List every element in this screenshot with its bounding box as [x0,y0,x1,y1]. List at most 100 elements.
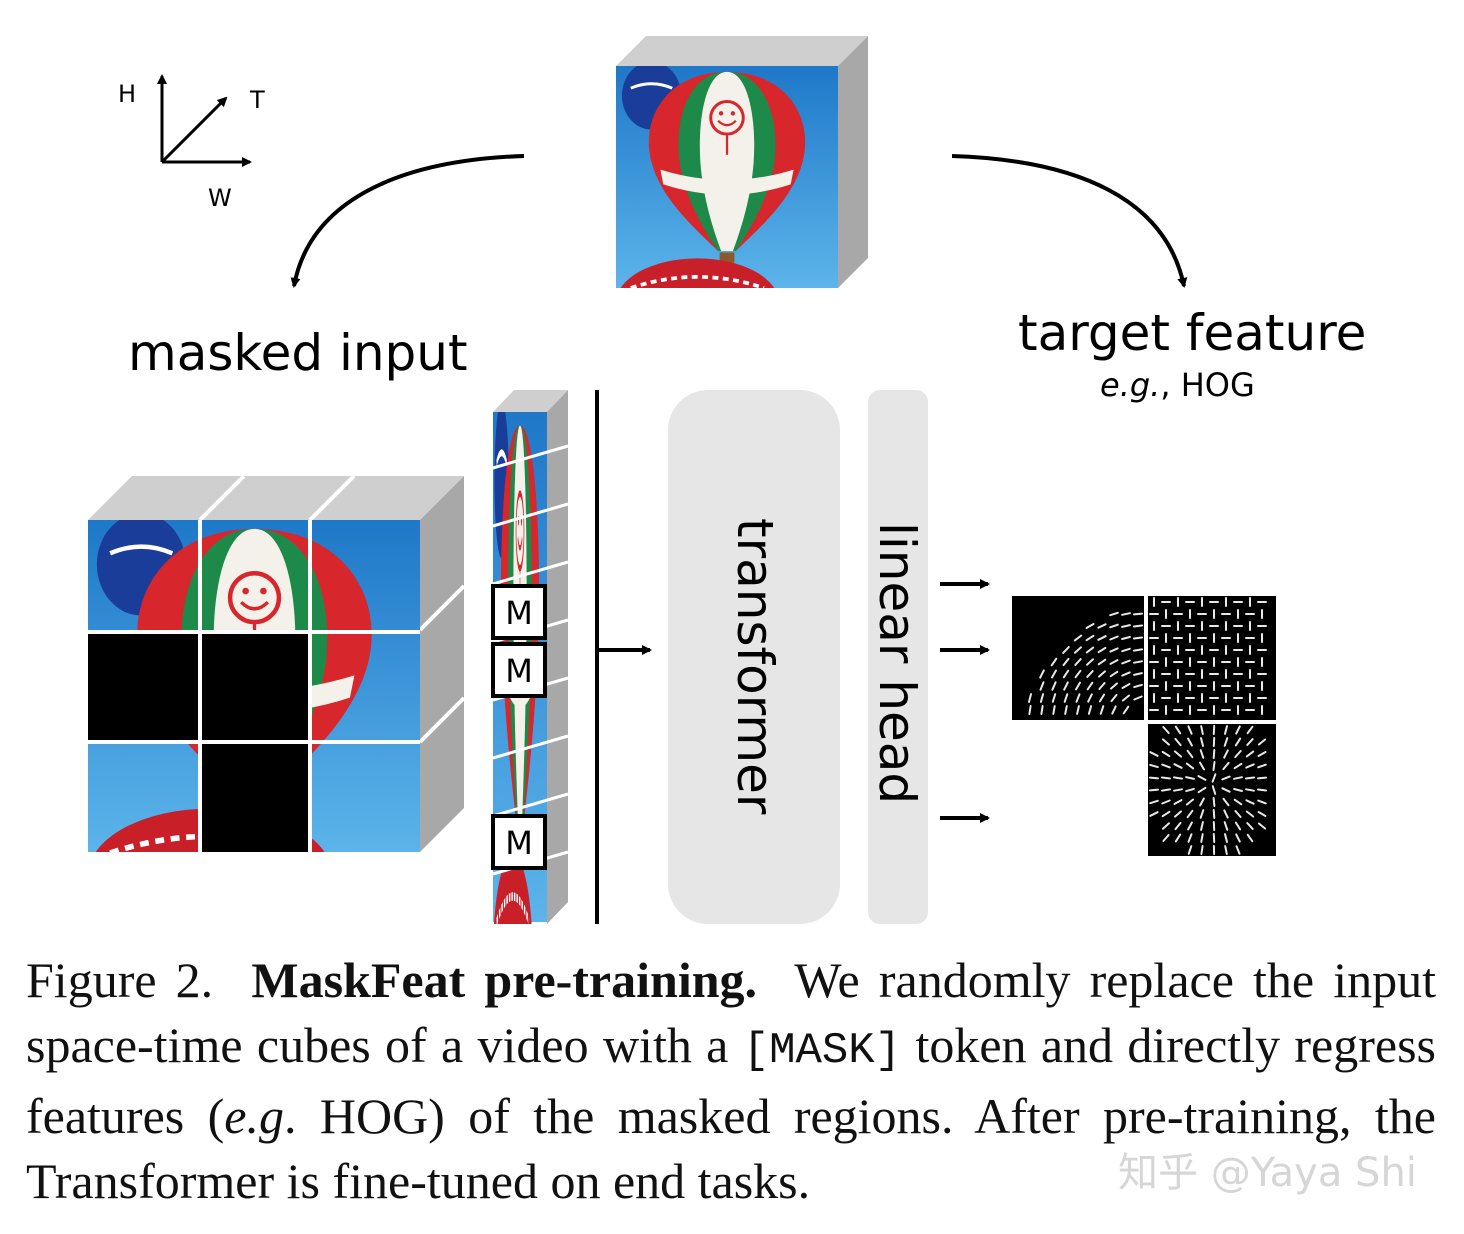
hog-cell-stroke [1161,810,1171,818]
axis-label-w: W [208,184,232,212]
hog-cell-stroke [1063,681,1069,691]
hog-cell-stroke [1098,682,1106,690]
hog-cell-stroke [1257,799,1267,805]
hog-cell-stroke [1051,681,1057,691]
hog-cell-stroke [1162,834,1170,842]
hog-cell-stroke [1097,658,1107,666]
hog-cell-stroke [1199,749,1205,759]
hog-cell-stroke [1199,761,1205,771]
hog-cell-stroke [1121,612,1131,616]
target-feature-example: e.g., HOG [1100,366,1255,404]
mask-token: M [491,814,547,870]
hog-cell-stroke [1122,705,1130,715]
hog-cell-stroke [1161,799,1171,805]
hog-cell-stroke [1173,776,1183,780]
svg-text:M: M [505,594,533,632]
hog-cell-stroke [1257,738,1267,746]
hog-cell-stroke [1235,833,1241,843]
hog-cell-stroke [1257,822,1267,830]
transformer-block: transformer [668,390,840,924]
hog-cell-stroke [1074,646,1082,654]
hog-cell-stroke [1098,670,1106,678]
hog-cell-stroke [1174,737,1182,747]
hog-cell-stroke [1085,634,1095,642]
hog-cell-stroke [1133,660,1143,664]
hog-cell-stroke [1121,694,1131,702]
hog-cell-stroke [1110,693,1118,703]
hog-cell-stroke [1257,751,1267,757]
hog-cell-stroke [1087,705,1093,715]
hog-cell-stroke [1223,821,1229,831]
token-sequence: M M M [491,390,569,924]
hog-cell-stroke [1086,658,1094,666]
hog-cell-stroke [1212,749,1216,759]
target-feature-label: target feature [1018,304,1366,362]
linear-head-block: linear head [868,390,928,924]
hog-cell-stroke [1121,647,1131,653]
hog-cell-stroke [1222,761,1230,771]
figure-number: Figure 2. [26,952,214,1008]
hog-cell-stroke [1173,788,1183,792]
hog-cell-stroke [1200,737,1204,747]
hog-cell-stroke [1245,799,1255,805]
hog-cell-stroke [1121,683,1131,689]
hog-cell-stroke [1109,647,1119,653]
axis-label-h: H [118,80,136,108]
masked-input-label: masked input [128,324,468,382]
hog-cell-stroke [1052,705,1056,715]
hog-cell-stroke [1174,810,1182,818]
hog-feature-maps [1012,596,1276,856]
hog-cell-stroke [1174,821,1182,831]
hog-cell-stroke [1186,749,1194,759]
hog-cell-stroke [1222,797,1230,807]
hog-cell-stroke [1086,670,1094,678]
hog-map [1148,596,1276,720]
hog-cell-stroke [1197,786,1207,794]
hog-cell-stroke [1063,693,1069,703]
hog-cell-stroke [1199,809,1205,819]
hog-cell-stroke [1051,669,1057,679]
hog-cell-stroke [1185,798,1195,806]
hog-cell-stroke [1187,725,1193,735]
hog-cell-stroke [1149,751,1159,757]
hog-cell-stroke [1161,776,1171,780]
hog-cell-stroke [1234,810,1242,818]
mask-token: M [491,642,547,698]
hog-cell-stroke [1039,681,1045,691]
hog-cell-stroke [1246,822,1254,830]
hog-cell-stroke [1186,809,1194,819]
hog-cell-stroke [1075,693,1081,703]
hog-cell-stroke [1028,693,1032,703]
hog-cell-stroke [1173,799,1183,805]
hog-cell-stroke [1110,682,1118,690]
arrow-to-target-feature [951,154,1188,288]
hog-cell-stroke [1133,672,1143,676]
hog-cell-stroke [1109,670,1119,678]
hog-cell-stroke [1257,763,1267,769]
hog-cell-stroke [1121,659,1131,665]
hog-cell-stroke [1121,671,1131,677]
hog-cell-stroke [1234,821,1242,831]
hog-cell-stroke [1099,705,1105,715]
axis-indicator [157,74,252,167]
hog-cell-stroke [1235,845,1241,855]
hog-cell-stroke [1133,636,1143,640]
caption-eg: e.g [224,1088,284,1144]
hog-cell-stroke [1200,833,1204,843]
hog-cell-stroke [1051,693,1057,703]
hog-cell-stroke [1233,762,1243,770]
hog-cell-stroke [1199,797,1205,807]
hog-cell-stroke [1133,695,1143,701]
hog-cell-stroke [1076,705,1080,715]
hog-cell-stroke [1109,635,1119,641]
svg-text:M: M [505,824,533,862]
input-video-cube [616,36,868,288]
hog-cell-stroke [1085,646,1095,654]
hog-cell-stroke [1109,659,1119,665]
hog-cell-stroke [1197,775,1207,781]
hog-cell-stroke [1097,623,1107,629]
hog-cell-stroke [1187,821,1193,831]
watermark: 知乎 @Yaya Shi [1118,1150,1417,1196]
hog-cell-stroke [1200,725,1204,735]
hog-cell-stroke [1221,787,1231,793]
